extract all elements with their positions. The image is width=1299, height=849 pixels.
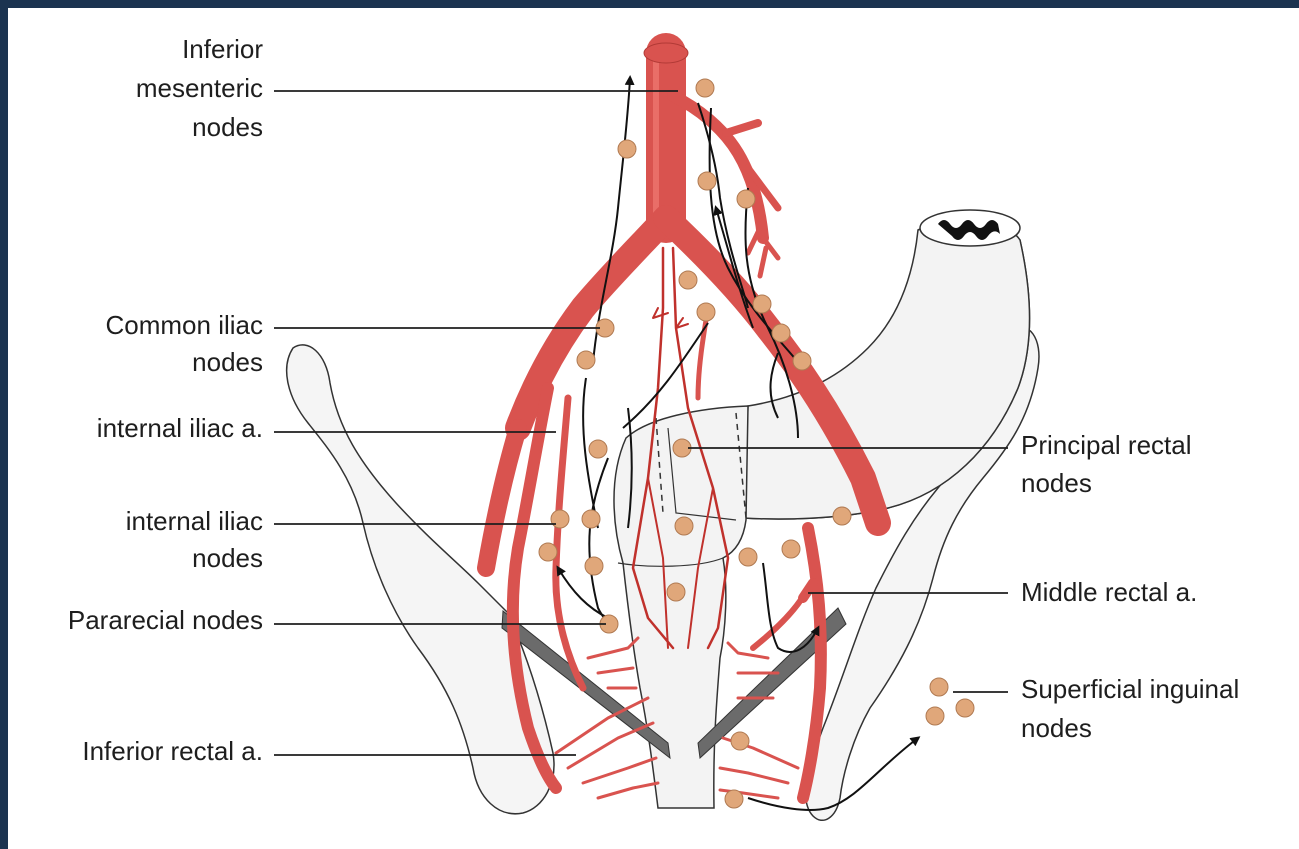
label-pararectal-nodes: Pararecial nodes	[68, 605, 263, 635]
label-inferior-mesenteric-line2: mesenteric	[136, 73, 263, 103]
right-labels: Principal rectal nodes Middle rectal a. …	[1021, 430, 1239, 743]
label-superficial-inguinal-line1: Superficial inguinal	[1021, 674, 1239, 704]
label-internal-iliac-nodes-line2: nodes	[192, 543, 263, 573]
label-principal-rectal-line2: nodes	[1021, 468, 1092, 498]
lymph-node	[926, 707, 944, 725]
lymph-node	[782, 540, 800, 558]
label-internal-iliac-artery: internal iliac a.	[97, 413, 263, 443]
lymph-node	[585, 557, 603, 575]
lymph-node	[737, 190, 755, 208]
rectal-lymphatics-diagram: Inferior mesenteric nodes Common iliac n…	[8, 8, 1299, 849]
label-internal-iliac-nodes-line1: internal iliac	[126, 506, 263, 536]
lymph-node	[696, 79, 714, 97]
label-superficial-inguinal-line2: nodes	[1021, 713, 1092, 743]
label-middle-rectal-artery: Middle rectal a.	[1021, 577, 1197, 607]
label-common-iliac-line1: Common iliac	[106, 310, 264, 340]
lymph-node	[577, 351, 595, 369]
lymph-node	[697, 303, 715, 321]
lymph-node	[956, 699, 974, 717]
lymph-node	[539, 543, 557, 561]
lymph-node	[675, 517, 693, 535]
lymph-node	[618, 140, 636, 158]
lymph-node	[589, 440, 607, 458]
lymph-node	[930, 678, 948, 696]
lymph-node	[698, 172, 716, 190]
lymph-node	[551, 510, 569, 528]
rectum	[614, 406, 748, 808]
label-inferior-mesenteric-line1: Inferior	[182, 34, 263, 64]
lymph-node	[582, 510, 600, 528]
lymph-node	[793, 352, 811, 370]
label-inferior-rectal-artery: Inferior rectal a.	[82, 736, 263, 766]
lymph-node	[679, 271, 697, 289]
label-common-iliac-line2: nodes	[192, 347, 263, 377]
lymph-node	[725, 790, 743, 808]
lymph-node	[667, 583, 685, 601]
lymph-node	[772, 324, 790, 342]
label-inferior-mesenteric-line3: nodes	[192, 112, 263, 142]
left-labels: Inferior mesenteric nodes Common iliac n…	[68, 34, 263, 766]
lymph-node	[731, 732, 749, 750]
left-common-iliac-artery	[518, 218, 666, 428]
lymph-node	[833, 507, 851, 525]
figure-frame: Inferior mesenteric nodes Common iliac n…	[8, 8, 1299, 849]
lymph-node	[753, 295, 771, 313]
label-principal-rectal-line1: Principal rectal	[1021, 430, 1192, 460]
lymph-node	[739, 548, 757, 566]
